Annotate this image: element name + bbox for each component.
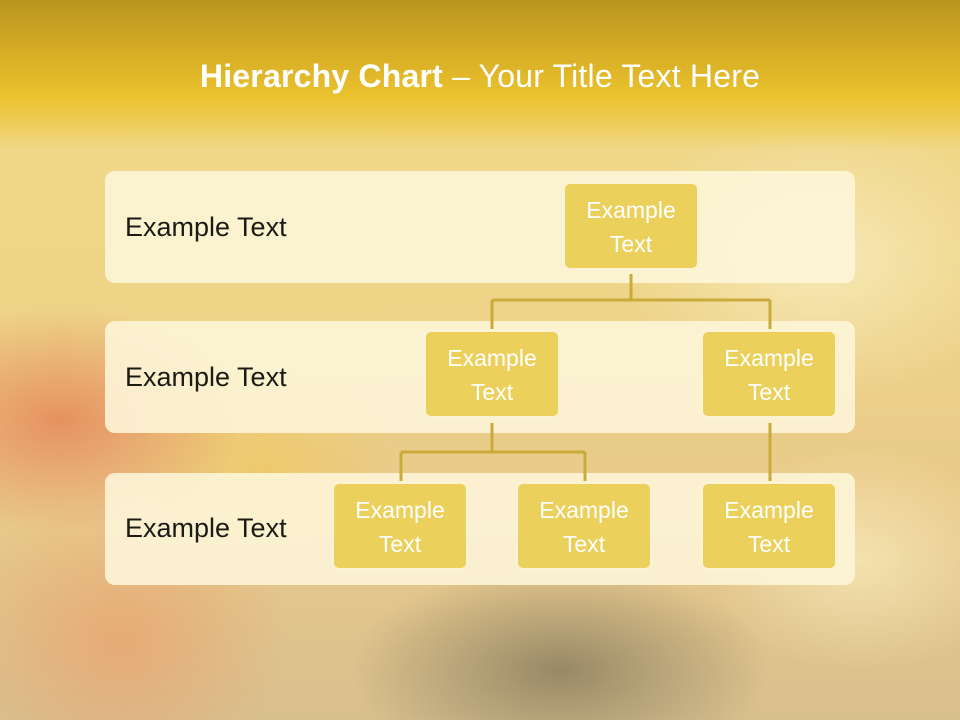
org-node-level2-right[interactable]: Example Text xyxy=(700,329,838,419)
title-bold: Hierarchy Chart xyxy=(199,58,443,94)
slide-title: Hierarchy Chart – Your Title Text Here xyxy=(0,52,960,100)
org-node-root[interactable]: Example Text xyxy=(562,181,700,271)
title-rest: – Your Title Text Here xyxy=(443,58,761,94)
connector-root xyxy=(490,274,772,330)
org-node-level2-left[interactable]: Example Text xyxy=(423,329,561,419)
level-label-1: Example Text xyxy=(125,212,287,242)
level-band-1 xyxy=(105,171,855,283)
level-label-3: Example Text xyxy=(125,513,287,543)
connector-level2-left xyxy=(399,423,587,482)
org-node-level3-b[interactable]: Example Text xyxy=(515,481,653,571)
org-node-level3-c[interactable]: Example Text xyxy=(700,481,838,571)
title-bar xyxy=(0,0,960,150)
level-label-2: Example Text xyxy=(125,362,287,392)
org-node-level3-a[interactable]: Example Text xyxy=(331,481,469,571)
